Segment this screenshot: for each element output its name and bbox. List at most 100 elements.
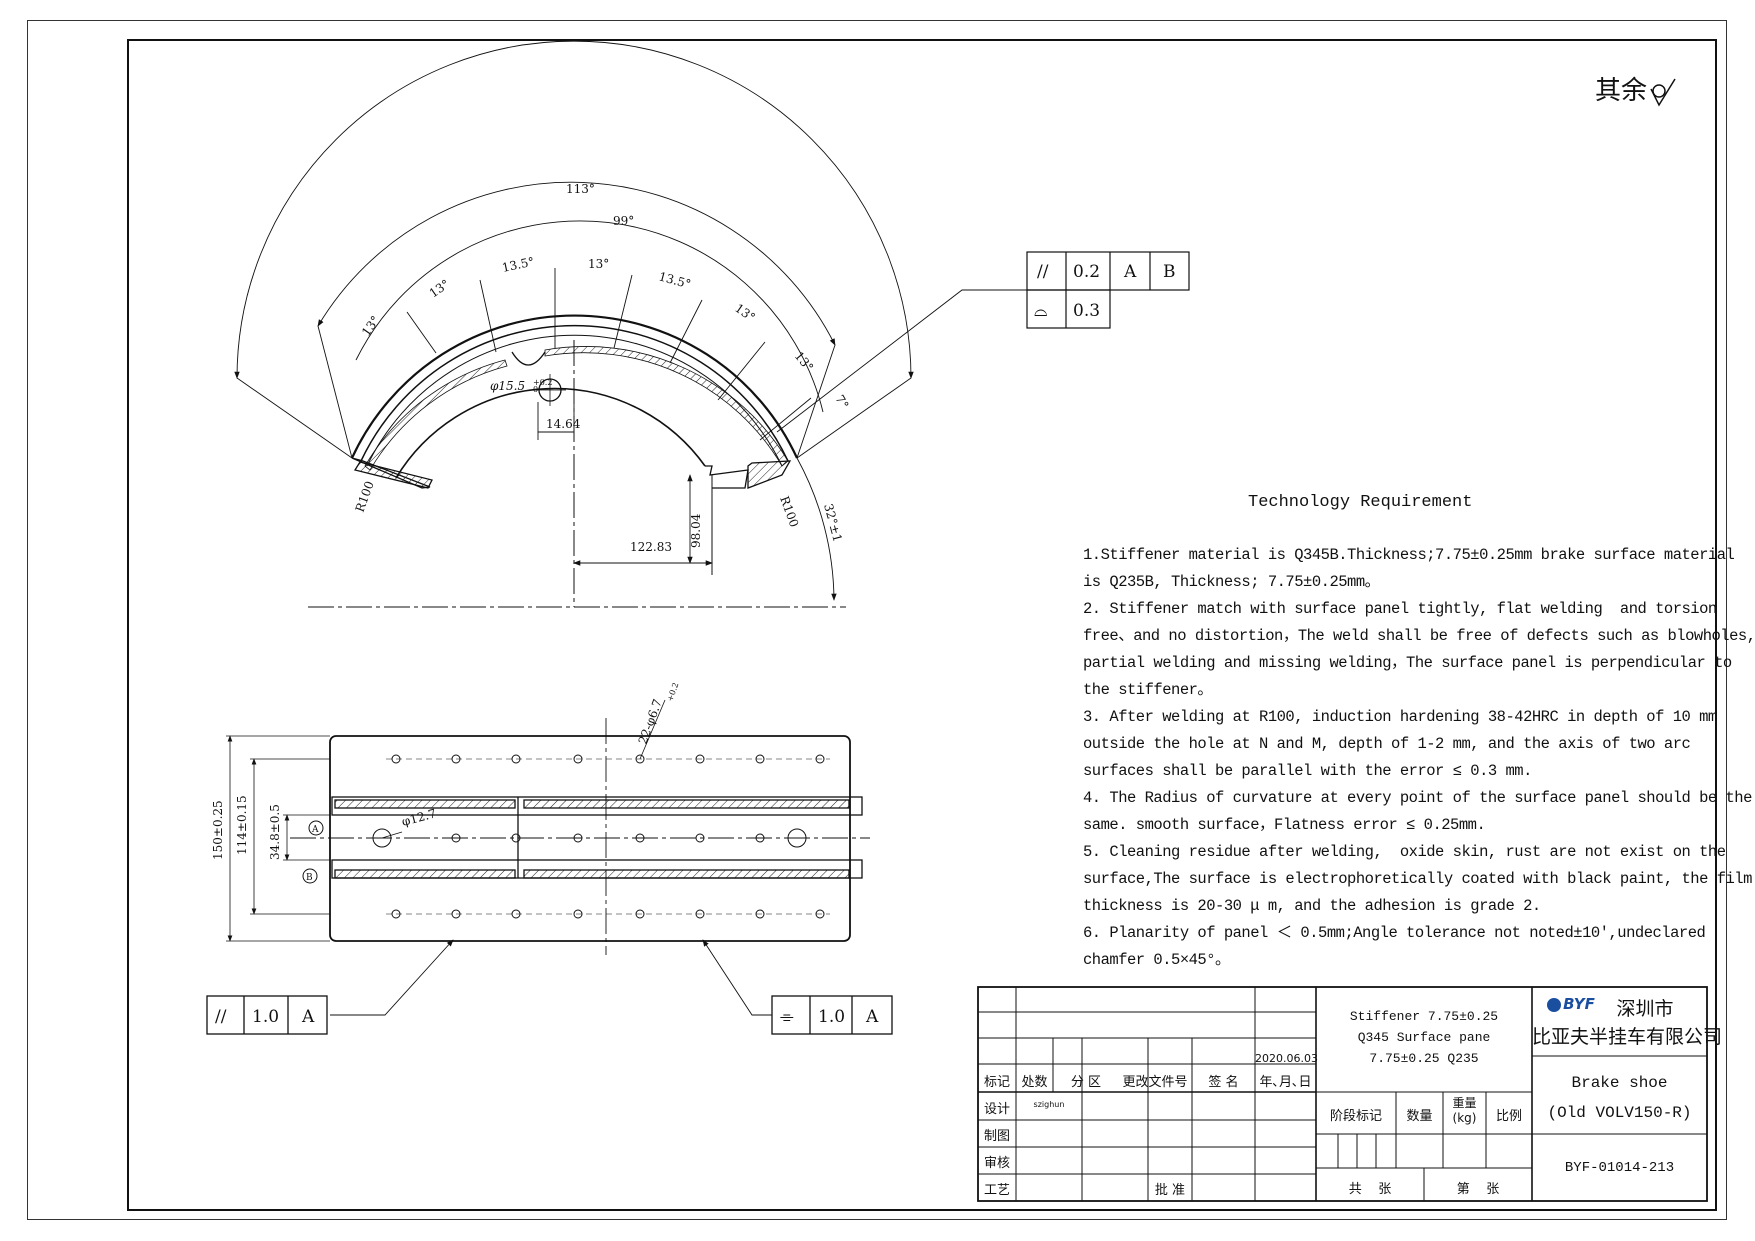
tb-header-date: 年､月､日 [1259, 1075, 1312, 1090]
req-line: outside the hole at N and M, depth of 1-… [1083, 735, 1691, 753]
tb-designer: szighun [1033, 1100, 1065, 1109]
dim-7: 7° [832, 393, 851, 412]
drawing-border [127, 39, 1717, 1211]
part-subtitle: (Old VOLV150-R) [1547, 1104, 1692, 1122]
dim-32: 32°±1 [821, 502, 845, 543]
req-line: surface,The surface is electrophoretical… [1083, 870, 1752, 888]
dim-98-04: 98.04 [689, 513, 703, 548]
tb-approve: 批 准 [1154, 1183, 1186, 1198]
logo-icon [1547, 997, 1562, 1012]
tb-row-draw: 制图 [983, 1129, 1010, 1144]
dim-13-4: 13° [732, 301, 757, 325]
fcf-profile-icon: ⌓ [1034, 301, 1047, 321]
rest-label: 其余 [1595, 76, 1648, 106]
req-line: chamfer 0.5×45°。 [1083, 951, 1231, 969]
fcf-br-datum: A [865, 1007, 879, 1027]
tb-weight-label: 重量 [1452, 1096, 1477, 1110]
shoe-side-view [234, 40, 1027, 608]
fcf-top [1026, 251, 1190, 329]
dim-22-holes: 22-φ6.7 [636, 697, 665, 746]
fcf-bl-datum: A [301, 1007, 315, 1027]
tb-row-process: 工艺 [983, 1183, 1010, 1198]
req-line: 6. Planarity of panel ＜ 0.5mm;Angle tole… [1083, 924, 1706, 942]
dim-99: 99° [613, 214, 634, 228]
hole-row-middle [372, 828, 807, 848]
tb-header-count: 处数 [1021, 1075, 1048, 1090]
req-line: same. smooth surface，Flatness error ≤ 0.… [1083, 816, 1486, 834]
dim-13-1: 13° [359, 313, 383, 338]
dim-13-5-1: 13.5° [501, 254, 536, 274]
company-name: 比亚夫半挂车有限公司 [1532, 1026, 1723, 1048]
shoe-plan-view [206, 699, 893, 1035]
req-line: 1.Stiffener material is Q345B.Thickness;… [1083, 546, 1735, 564]
req-line: 5. Cleaning residue after welding, oxide… [1083, 843, 1726, 861]
fcf-bl-icon: // [215, 1007, 227, 1027]
tb-weight-unit: (kg) [1452, 1111, 1477, 1125]
tb-date: 2020.06.03 [1255, 1052, 1318, 1065]
dim-114: 114±0.15 [235, 795, 249, 855]
dim-22-tol: +0.2 [665, 681, 680, 702]
dim-13-5-2: 13.5° [657, 269, 692, 291]
req-line: the stiffener。 [1083, 681, 1213, 699]
requirement-list: 1.Stiffener material is Q345B.Thickness;… [1083, 542, 1755, 974]
hole-row-top [386, 754, 830, 764]
title-block [977, 986, 1708, 1202]
roughness-icon [1650, 78, 1676, 107]
req-line: 3. After welding at R100, induction hard… [1083, 708, 1717, 726]
fcf-br-val: 1.0 [818, 1007, 845, 1027]
dim-r100-right: R100 [777, 494, 801, 529]
fcf-bl-val: 1.0 [252, 1007, 279, 1027]
tb-qty: 数量 [1406, 1109, 1433, 1124]
tb-material-line: 7.75±0.25 Q235 [1369, 1051, 1479, 1066]
dim-13-5: 13° [792, 349, 816, 374]
dim-13-3: 13° [588, 257, 609, 271]
dim-hole-tol: +0.2 [533, 378, 552, 387]
dim-r100-left: R100 [353, 479, 377, 514]
tb-row-design: 设计 [983, 1102, 1010, 1117]
fcf-top-val: 0.2 [1073, 262, 1100, 282]
drawing-number: BYF-01014-213 [1564, 1160, 1675, 1176]
fcf-top-datum-a: A [1123, 262, 1137, 282]
dim-hole-tol-low: 0 [533, 385, 538, 394]
tb-scale: 比例 [1495, 1109, 1522, 1124]
fcf-top-val2: 0.3 [1073, 301, 1100, 321]
fcf-top-datum-b: B [1163, 262, 1176, 282]
tb-header-mark: 标记 [983, 1075, 1010, 1090]
req-line: partial welding and missing welding，The … [1083, 654, 1732, 672]
dim-12-7: φ12.7 [400, 806, 438, 829]
req-line: is Q235B, Thickness; 7.75±0.25mm。 [1083, 573, 1380, 591]
tb-row-check: 审核 [983, 1156, 1010, 1171]
fcf-parallel-icon: // [1037, 262, 1049, 282]
dim-113: 113° [566, 182, 595, 196]
plan-view-dimensions: 150±0.25 114±0.15 34.8±0.5 φ12.7 22-φ6.7… [211, 681, 681, 883]
dim-34-8: 34.8±0.5 [268, 804, 282, 860]
tb-weight: 重量 (kg) [1443, 1096, 1486, 1126]
fcf-top-text: // 0.2 A B ⌓ 0.3 [1034, 262, 1176, 321]
req-line: 4. The Radius of curvature at every poin… [1083, 789, 1752, 807]
tb-header-doc: 更改文件号 [1122, 1075, 1188, 1090]
tb-header-zone: 分 区 [1070, 1075, 1102, 1090]
dim-150: 150±0.25 [211, 800, 225, 860]
tb-material: Stiffener 7.75±0.25 Q345 Surface pane 7.… [1316, 1006, 1532, 1069]
fcf-br-icon: ⌯ [780, 1007, 794, 1027]
dim-13-2: 13° [427, 277, 452, 301]
hole-row-bottom [386, 909, 830, 919]
tb-sheet: 第 张 [1456, 1182, 1500, 1197]
part-name: Brake shoe [1571, 1074, 1668, 1092]
tb-stage: 阶段标记 [1329, 1109, 1382, 1124]
datum-b-marker: B [306, 873, 313, 883]
dim-hole-dia: φ15.5 [490, 379, 525, 393]
tb-material-line: Stiffener 7.75±0.25 [1349, 1009, 1499, 1024]
company-city: 深圳市 [1616, 998, 1674, 1020]
dim-122-83: 122.83 [630, 540, 672, 554]
dim-14-64: 14.64 [546, 417, 581, 431]
fcf-bottom-text: // 1.0 A ⌯ 1.0 A [215, 1007, 879, 1027]
tb-total: 共 张 [1348, 1182, 1392, 1197]
tb-material-line: Q345 Surface pane [1357, 1030, 1491, 1045]
req-line: surfaces shall be parallel with the erro… [1083, 762, 1532, 780]
tb-header-sign: 签 名 [1208, 1075, 1239, 1090]
surface-roughness-note: 其余 [1595, 70, 1677, 107]
requirement-title: Technology Requirement [1248, 493, 1473, 512]
req-line: free、and no distortion，The weld shall be… [1083, 627, 1755, 645]
